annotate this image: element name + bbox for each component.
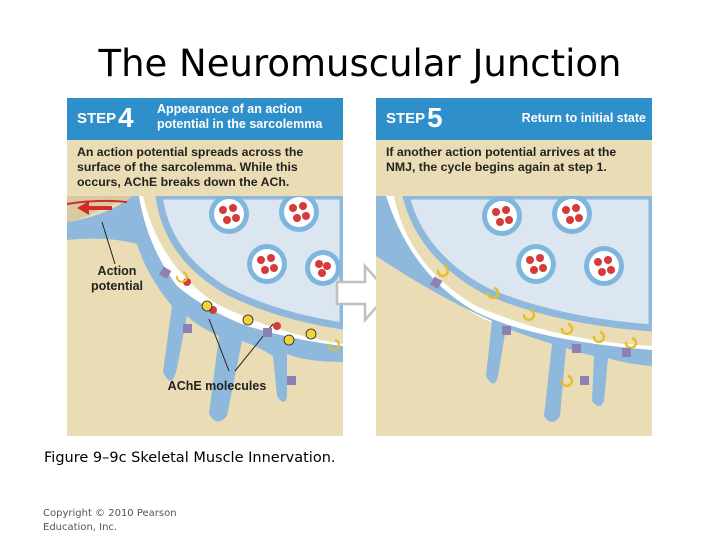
ache-leader-line-1	[208, 318, 230, 372]
action-potential-label: Action potential	[90, 264, 144, 293]
synaptic-vesicle	[552, 196, 592, 234]
ach-receptor	[287, 376, 296, 385]
copyright-notice: Copyright © 2010 Pearson Education, Inc.	[43, 508, 177, 533]
ach-receptor	[183, 324, 192, 333]
ache-molecule	[592, 330, 606, 344]
step-4-word: STEP	[77, 110, 117, 127]
step-4-number: 4	[118, 102, 134, 133]
ach-receptor	[502, 326, 511, 335]
step-5-heading: Return to initial state	[521, 111, 646, 125]
step-5-panel: STEP 5 Return to initial state If anothe…	[376, 98, 652, 436]
step-5-header: STEP 5 Return to initial state	[376, 98, 652, 140]
ach-receptor	[159, 266, 172, 279]
step-4-heading: Appearance of an action potential in the…	[157, 102, 323, 131]
synaptic-cleft	[386, 196, 652, 358]
ache-molecule	[624, 336, 638, 350]
synaptic-vesicle	[209, 196, 249, 234]
step-5-description: If another action potential arrives at t…	[386, 145, 617, 174]
ach-receptor	[572, 344, 581, 353]
step-5-word: STEP	[386, 110, 426, 127]
ache-molecule	[486, 286, 500, 300]
action-potential-arrow	[67, 199, 128, 215]
figure-caption: Figure 9–9c Skeletal Muscle Innervation.	[44, 450, 336, 466]
step-4-panel: STEP 4 Appearance of an action potential…	[67, 98, 343, 436]
ache-molecule	[175, 271, 188, 283]
ache-molecule	[560, 322, 574, 336]
ache-molecule	[201, 300, 213, 312]
synaptic-vesicle	[584, 246, 624, 286]
ach-receptor	[430, 276, 443, 289]
ache-molecule	[560, 374, 574, 388]
step-5-number: 5	[427, 102, 443, 133]
ach-receptor	[263, 328, 272, 337]
synaptic-vesicle	[247, 244, 287, 284]
ache-molecule	[305, 328, 317, 340]
slide-title: The Neuromuscular Junction	[98, 42, 622, 85]
ache-molecule	[436, 264, 450, 278]
synaptic-vesicle	[305, 250, 341, 286]
synaptic-vesicle	[279, 196, 319, 232]
acetylcholine-molecule	[273, 322, 281, 330]
ache-molecule	[327, 339, 340, 351]
ach-receptor	[622, 348, 631, 357]
ach-receptor	[580, 376, 589, 385]
step-4-description: An action potential spreads across the s…	[77, 145, 304, 189]
step-4-header: STEP 4 Appearance of an action potential…	[67, 98, 343, 140]
label-leader-line	[101, 221, 116, 265]
step-4-illustration	[67, 196, 343, 422]
synaptic-vesicle	[482, 196, 522, 236]
ache-molecule	[283, 334, 295, 346]
synaptic-vesicle	[516, 244, 556, 284]
ache-molecule	[242, 314, 254, 326]
figure: STEP 4 Appearance of an action potential…	[67, 98, 652, 436]
step-5-illustration	[376, 196, 652, 422]
ache-label: AChE molecules	[167, 379, 267, 393]
ache-molecule	[522, 308, 536, 322]
